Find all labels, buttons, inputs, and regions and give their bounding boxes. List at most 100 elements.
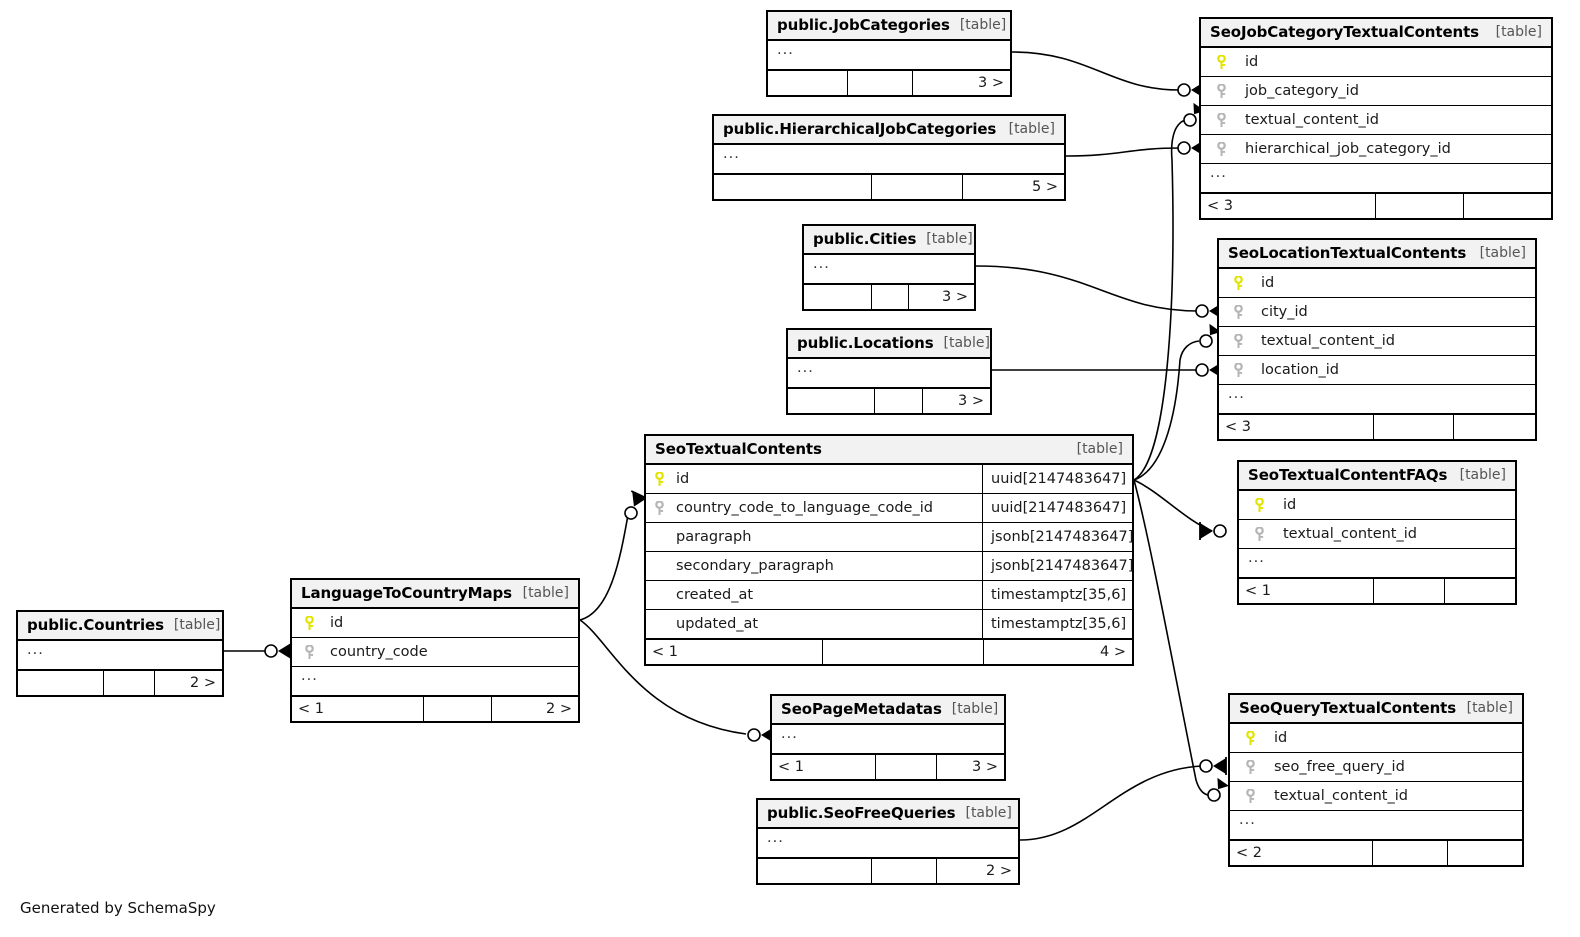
column-name: textual_content_id bbox=[1274, 788, 1408, 804]
column-row[interactable]: job_category_id bbox=[1201, 77, 1551, 106]
column-row[interactable]: city_id bbox=[1219, 298, 1535, 327]
column-row[interactable]: textual_content_id bbox=[1201, 106, 1551, 135]
table-title: SeoJobCategoryTextualContents bbox=[1210, 23, 1480, 41]
table-public-job-categories[interactable]: public.JobCategories [table] ... 3 > bbox=[766, 10, 1012, 97]
column-row[interactable]: location_id bbox=[1219, 356, 1535, 385]
footer-left bbox=[788, 389, 875, 413]
table-header: public.HierarchicalJobCategories [table] bbox=[714, 116, 1064, 145]
column-name: country_code bbox=[330, 644, 428, 660]
column-row[interactable]: textual_content_id bbox=[1230, 782, 1522, 811]
table-tag: [table] bbox=[522, 585, 569, 601]
column-row[interactable]: id bbox=[1230, 724, 1522, 753]
footer-mid bbox=[872, 285, 910, 309]
primary-key-icon bbox=[1239, 497, 1279, 513]
table-header: SeoLocationTextualContents [table] bbox=[1219, 240, 1535, 269]
column-type: jsonb[2147483647] bbox=[982, 552, 1133, 580]
column-row[interactable]: textual_content_id bbox=[1239, 520, 1515, 549]
table-public-seo-free-queries[interactable]: public.SeoFreeQueries [table] ... 2 > bbox=[756, 798, 1020, 885]
table-seo-textual-contents[interactable]: SeoTextualContents [table] id uuid[21474… bbox=[644, 434, 1134, 666]
column-row[interactable]: textual_content_id bbox=[1219, 327, 1535, 356]
table-seo-location-textual-contents[interactable]: SeoLocationTextualContents [table] id ci… bbox=[1217, 238, 1537, 441]
column-row[interactable]: hierarchical_job_category_id bbox=[1201, 135, 1551, 164]
table-title: public.SeoFreeQueries bbox=[767, 804, 956, 822]
column-name: country_code_to_language_code_id bbox=[676, 500, 933, 516]
table-tag: [table] bbox=[1008, 121, 1055, 137]
table-header: SeoTextualContentFAQs [table] bbox=[1239, 462, 1515, 491]
table-tag: [table] bbox=[1495, 24, 1542, 40]
table-footer: 3 > bbox=[804, 284, 974, 309]
footer-mid bbox=[875, 389, 924, 413]
table-seo-page-metadatas[interactable]: SeoPageMetadatas [table] ... < 1 3 > bbox=[770, 694, 1006, 781]
table-public-cities[interactable]: public.Cities [table] ... 3 > bbox=[802, 224, 976, 311]
table-seo-query-textual-contents[interactable]: SeoQueryTextualContents [table] id seo_f… bbox=[1228, 693, 1524, 867]
column-row[interactable]: created_at timestamptz[35,6] bbox=[646, 581, 1132, 610]
footer-left: < 3 bbox=[1219, 415, 1374, 439]
table-title: public.HierarchicalJobCategories bbox=[723, 120, 997, 138]
foreign-key-icon bbox=[1219, 304, 1257, 320]
column-name: textual_content_id bbox=[1245, 112, 1379, 128]
column-name: city_id bbox=[1261, 304, 1308, 320]
table-footer: < 1 4 > bbox=[646, 639, 1132, 664]
table-tag: [table] bbox=[926, 231, 973, 247]
generated-by-label: Generated by SchemaSpy bbox=[20, 899, 216, 917]
table-title: public.Cities bbox=[813, 230, 917, 248]
footer-left: < 1 bbox=[646, 640, 824, 664]
table-title: SeoLocationTextualContents bbox=[1228, 244, 1467, 262]
foreign-key-icon bbox=[1230, 788, 1270, 804]
footer-left: < 1 bbox=[292, 697, 424, 721]
footer-right: 5 > bbox=[1032, 179, 1058, 195]
table-tag: [table] bbox=[1076, 441, 1123, 457]
primary-key-icon bbox=[1219, 275, 1257, 291]
footer-right bbox=[1464, 194, 1552, 218]
column-name: id bbox=[1245, 54, 1259, 70]
table-seo-textual-content-faqs[interactable]: SeoTextualContentFAQs [table] id textual… bbox=[1237, 460, 1517, 605]
table-title: SeoPageMetadatas bbox=[781, 700, 942, 718]
table-language-to-country-maps[interactable]: LanguageToCountryMaps [table] id country… bbox=[290, 578, 580, 723]
table-tag: [table] bbox=[959, 17, 1007, 33]
footer-mid bbox=[1374, 415, 1455, 439]
column-row[interactable]: id bbox=[1239, 491, 1515, 520]
columns-ellipsis-row: ... bbox=[1201, 164, 1551, 193]
table-header: public.Cities [table] bbox=[804, 226, 974, 255]
footer-mid bbox=[848, 71, 914, 95]
table-public-locations[interactable]: public.Locations [table] ... 3 > bbox=[786, 328, 992, 415]
column-row[interactable]: seo_free_query_id bbox=[1230, 753, 1522, 782]
primary-key-icon bbox=[1201, 54, 1241, 70]
table-public-countries[interactable]: public.Countries [table] ... 2 > bbox=[16, 610, 224, 697]
columns-ellipsis-row: ... bbox=[758, 829, 1018, 858]
footer-mid bbox=[823, 640, 984, 664]
table-header: public.Countries [table] bbox=[18, 612, 222, 641]
columns-ellipsis-row: ... bbox=[804, 255, 974, 284]
footer-left bbox=[714, 175, 872, 199]
table-public-hierarchical-job-categories[interactable]: public.HierarchicalJobCategories [table]… bbox=[712, 114, 1066, 201]
table-seo-job-category-textual-contents[interactable]: SeoJobCategoryTextualContents [table] id… bbox=[1199, 17, 1553, 220]
columns-ellipsis-row: ... bbox=[768, 41, 1010, 70]
footer-right: 3 > bbox=[958, 393, 984, 409]
footer-mid bbox=[1376, 194, 1464, 218]
footer-right: 2 > bbox=[190, 675, 216, 691]
table-header: SeoQueryTextualContents [table] bbox=[1230, 695, 1522, 724]
table-header: public.JobCategories [table] bbox=[768, 12, 1010, 41]
table-footer: < 1 2 > bbox=[292, 696, 578, 721]
footer-mid bbox=[1374, 579, 1445, 603]
table-header: SeoJobCategoryTextualContents [table] bbox=[1201, 19, 1551, 48]
column-type: uuid[2147483647] bbox=[982, 494, 1132, 522]
column-type: jsonb[2147483647] bbox=[982, 523, 1133, 551]
footer-right bbox=[1454, 415, 1535, 439]
column-row[interactable]: id bbox=[1201, 48, 1551, 77]
column-row[interactable]: id uuid[2147483647] bbox=[646, 465, 1132, 494]
footer-mid bbox=[424, 697, 493, 721]
footer-right: 4 > bbox=[1099, 644, 1126, 660]
table-footer: 2 > bbox=[758, 858, 1018, 883]
column-row[interactable]: country_code_to_language_code_id uuid[21… bbox=[646, 494, 1132, 523]
column-row[interactable]: id bbox=[292, 609, 578, 638]
column-row[interactable]: country_code bbox=[292, 638, 578, 667]
footer-left: < 2 bbox=[1230, 841, 1374, 865]
footer-right: 2 > bbox=[545, 701, 572, 717]
table-tag: [table] bbox=[1459, 467, 1506, 483]
columns-ellipsis-row: ... bbox=[18, 641, 222, 670]
column-row[interactable]: paragraph jsonb[2147483647] bbox=[646, 523, 1133, 552]
column-row[interactable]: secondary_paragraph jsonb[2147483647] bbox=[646, 552, 1133, 581]
column-row[interactable]: id bbox=[1219, 269, 1535, 298]
column-row[interactable]: updated_at timestamptz[35,6] bbox=[646, 610, 1132, 639]
